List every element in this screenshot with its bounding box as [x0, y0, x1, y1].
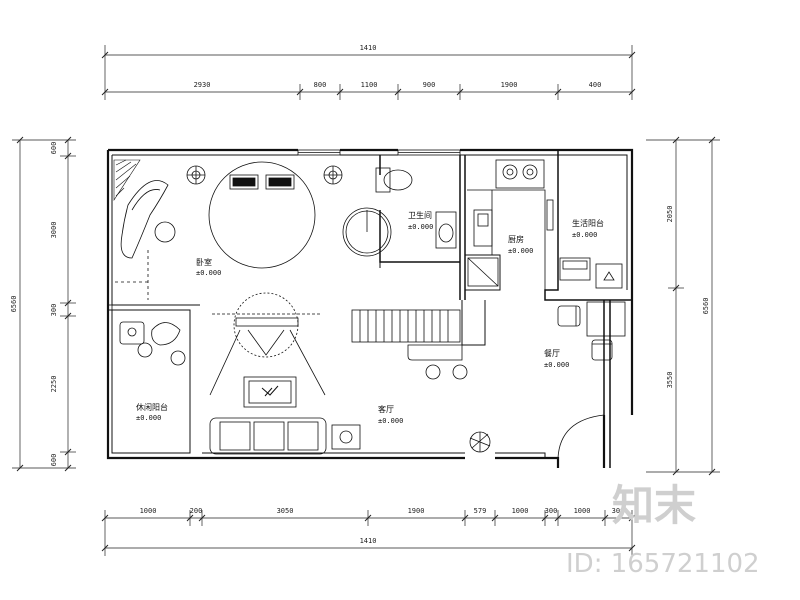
- room-elev-balcony-2: ±0.000: [572, 231, 597, 239]
- bedside-lamp-right: [323, 165, 343, 185]
- armchair: [151, 322, 181, 346]
- room-labels: 卧室 ±0.000 卫生间 ±0.000 厨房 ±0.000 生活阳台 ±0.0…: [136, 210, 604, 425]
- staircase: [351, 309, 461, 343]
- dim-bottom-seg: 200: [190, 507, 203, 515]
- room-label-living: 客厅: [378, 404, 394, 414]
- watermark-logo: 知末: [612, 481, 696, 530]
- coffee-table: [243, 376, 297, 408]
- sofa: [209, 417, 327, 455]
- dimension-texts: 1410 2930 800 1100 900 1900 400 1000 200…: [10, 44, 710, 545]
- stove: [495, 159, 545, 189]
- dim-top-seg: 1100: [361, 81, 378, 89]
- dim-left-total: 6560: [10, 296, 18, 313]
- dim-bottom-seg: 1000: [140, 507, 157, 515]
- watermark: 知末 ID: 165721102: [566, 481, 760, 579]
- dim-top-seg: 800: [314, 81, 327, 89]
- dim-top-seg: 400: [589, 81, 602, 89]
- dim-top-seg: 1900: [501, 81, 518, 89]
- room-label-bedroom: 卧室: [196, 257, 212, 267]
- dining-chair: [591, 339, 613, 361]
- walls: [106, 148, 634, 468]
- furniture: [112, 159, 626, 468]
- room-label-kitchen: 厨房: [508, 234, 524, 244]
- laundry-sink: [595, 263, 623, 289]
- room-elev-living: ±0.000: [378, 417, 403, 425]
- dim-top-total: 1410: [360, 44, 377, 52]
- room-label-dining: 餐厅: [544, 349, 560, 358]
- plant-pot: [137, 342, 153, 358]
- fridge: [467, 257, 499, 287]
- dim-top-seg: 2930: [194, 81, 211, 89]
- dining-table: [586, 301, 626, 337]
- potted-plant: [469, 431, 491, 453]
- dim-bottom-seg: 1000: [574, 507, 591, 515]
- dimension-ticks: [16, 51, 716, 552]
- dim-bottom-seg: 3050: [277, 507, 294, 515]
- dim-bottom-seg: 1900: [408, 507, 425, 515]
- bar-stool: [425, 364, 441, 380]
- hatch-corner: [113, 159, 141, 202]
- dim-right-total: 6560: [702, 298, 710, 315]
- dim-right-upper: 2050: [666, 206, 674, 223]
- dim-bottom-total: 1410: [360, 537, 377, 545]
- wash-basin: [435, 211, 457, 249]
- pillow: [229, 174, 259, 190]
- entry-door: [557, 414, 605, 468]
- kitchen-sink: [473, 209, 493, 247]
- round-bed: [208, 161, 316, 269]
- dim-left-seg: 300: [50, 304, 58, 317]
- dim-top-seg: 900: [423, 81, 436, 89]
- plant-pot: [170, 350, 186, 366]
- room-elev-dining: ±0.000: [544, 361, 569, 369]
- dim-bottom-seg: 1000: [512, 507, 529, 515]
- room-elev-bathroom: ±0.000: [408, 223, 433, 231]
- toilet: [375, 167, 413, 193]
- dim-right-lower: 3550: [666, 372, 674, 389]
- dim-left-seg: 600: [50, 142, 58, 155]
- dim-left-seg: 600: [50, 454, 58, 467]
- bar-stool: [452, 364, 468, 380]
- room-elev-bedroom: ±0.000: [196, 269, 221, 277]
- room-label-balcony-2: 生活阳台: [572, 218, 604, 228]
- dim-bottom-seg: 579: [474, 507, 487, 515]
- dim-bottom-seg: 300: [545, 507, 558, 515]
- room-label-balcony-1: 休闲阳台: [136, 402, 168, 412]
- round-bathtub: [342, 207, 392, 257]
- watermark-id: ID: 165721102: [566, 549, 760, 579]
- washing-machine: [559, 257, 591, 281]
- dining-chair: [557, 305, 581, 327]
- room-elev-balcony-1: ±0.000: [136, 414, 161, 422]
- dim-left-seg: 3000: [50, 222, 58, 239]
- room-label-bathroom: 卫生间: [408, 210, 432, 220]
- bedside-lamp-left: [186, 165, 206, 185]
- dim-left-seg: 2250: [50, 376, 58, 393]
- room-elev-kitchen: ±0.000: [508, 247, 533, 255]
- lounge-chair: [119, 321, 145, 345]
- side-table: [331, 424, 361, 450]
- chaise-lounge: [120, 180, 169, 259]
- tv-console: [209, 292, 326, 396]
- dim-bottom-seg: 300: [612, 507, 625, 515]
- round-stool: [154, 221, 176, 243]
- windows: [107, 149, 461, 311]
- pillow: [265, 174, 295, 190]
- bar-counter: [407, 344, 463, 361]
